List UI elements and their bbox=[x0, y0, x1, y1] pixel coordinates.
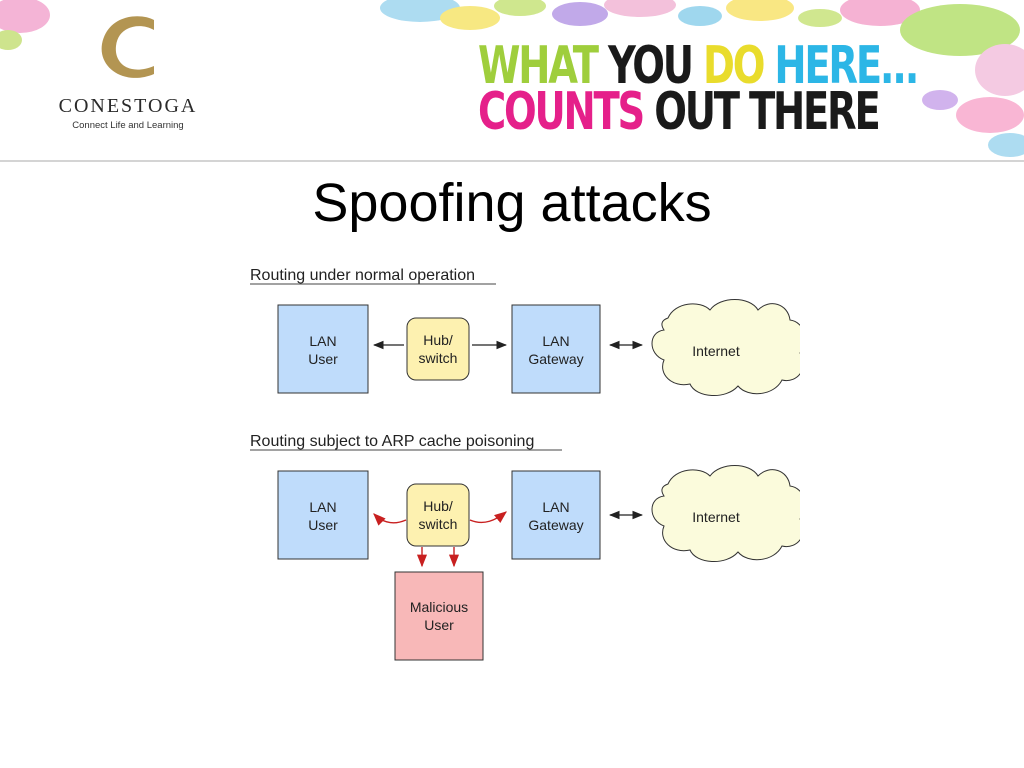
box-label: Hub/ bbox=[423, 332, 453, 348]
box-label: LAN bbox=[542, 499, 569, 515]
conestoga-logo-icon bbox=[101, 16, 154, 78]
red-arrow-to-gateway bbox=[469, 511, 507, 524]
slogan-word: WHAT bbox=[478, 36, 599, 96]
box-label: switch bbox=[419, 350, 458, 366]
lan-user-box: LAN User bbox=[277, 304, 369, 394]
slide-title: Spoofing attacks bbox=[312, 173, 712, 233]
arp-spoofing-diagram: Routing under normal operation LAN User … bbox=[250, 267, 800, 661]
red-arrow-to-user bbox=[373, 513, 407, 526]
slogan-word: DO bbox=[702, 36, 765, 96]
slogan-line-2: COUNTS OUT THERE bbox=[478, 86, 881, 138]
lan-gateway-box: LAN Gateway bbox=[511, 304, 601, 394]
cloud-label: Internet bbox=[692, 343, 740, 359]
internet-cloud: Internet bbox=[651, 299, 800, 396]
section-heading: Routing subject to ARP cache poisoning bbox=[250, 433, 534, 450]
hub-switch-box: Hub/ switch bbox=[406, 483, 470, 547]
box-label: LAN bbox=[309, 499, 336, 515]
box-label: User bbox=[308, 517, 338, 533]
hub-switch-box: Hub/ switch bbox=[406, 317, 470, 381]
box-label: User bbox=[308, 351, 338, 367]
box-label: User bbox=[424, 617, 454, 633]
box-label: Malicious bbox=[410, 599, 468, 615]
brand-tagline: Connect Life and Learning bbox=[72, 120, 184, 131]
box-label: switch bbox=[419, 516, 458, 532]
box-label: LAN bbox=[309, 333, 336, 349]
box-label: Hub/ bbox=[423, 498, 453, 514]
internet-cloud: Internet bbox=[651, 465, 800, 562]
box-label: Gateway bbox=[528, 351, 583, 367]
box-label: LAN bbox=[542, 333, 569, 349]
slogan-word: HERE... bbox=[774, 36, 919, 96]
malicious-user-box: Malicious User bbox=[394, 571, 484, 661]
cloud-label: Internet bbox=[692, 509, 740, 525]
slogan-word: COUNTS bbox=[478, 82, 645, 142]
section-normal-routing: Routing under normal operation LAN User … bbox=[250, 267, 800, 396]
section-arp-poisoning: Routing subject to ARP cache poisoning L… bbox=[250, 433, 800, 661]
slogan-word: THERE bbox=[748, 82, 881, 142]
paint-splash-decoration bbox=[0, 0, 1024, 157]
box-label: Gateway bbox=[528, 517, 583, 533]
slogan-line-1: WHAT YOU DO HERE... bbox=[478, 40, 919, 92]
slogan-word: OUT bbox=[654, 82, 740, 142]
section-heading: Routing under normal operation bbox=[250, 267, 475, 284]
slogan-word: YOU bbox=[607, 36, 694, 96]
header-banner: CONESTOGA Connect Life and Learning WHAT… bbox=[0, 0, 1024, 162]
lan-user-box: LAN User bbox=[277, 470, 369, 560]
brand-name: CONESTOGA bbox=[58, 95, 198, 117]
header-divider bbox=[0, 160, 1024, 162]
lan-gateway-box: LAN Gateway bbox=[511, 470, 601, 560]
